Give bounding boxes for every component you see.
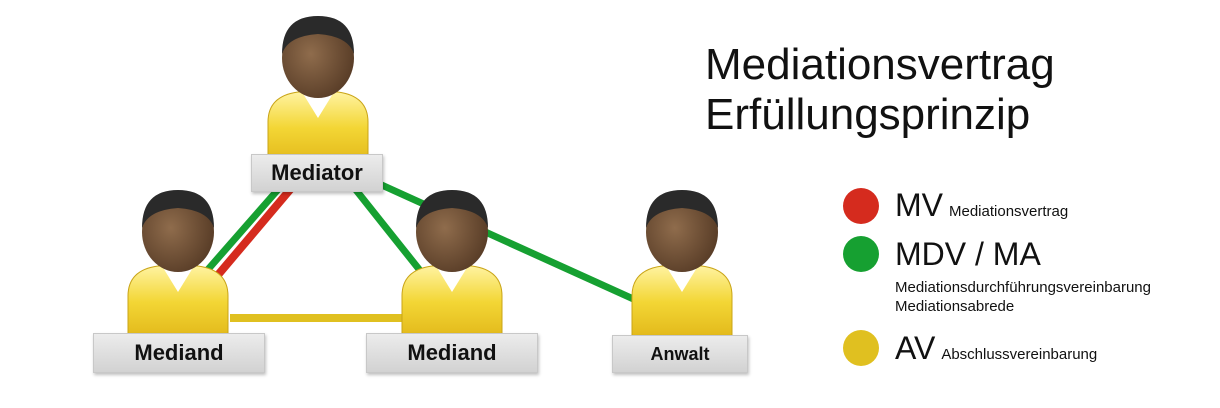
legend-mv-item: MV Mediationsvertrag	[895, 187, 1068, 224]
legend-mdv-desc: Mediationsdurchführungsvereinbarung Medi…	[895, 278, 1151, 316]
legend-mv-desc: Mediationsvertrag	[949, 203, 1069, 220]
legend-mv-dot	[843, 188, 879, 224]
legend-mv-abbr: MV	[895, 187, 943, 223]
mediand-left-label: Mediand	[93, 333, 265, 373]
anwalt-label: Anwalt	[612, 335, 748, 373]
line-mv-red	[208, 182, 298, 285]
title-line-2: Erfüllungsprinzip	[705, 90, 1031, 139]
mediand-middle-label: Mediand	[366, 333, 538, 373]
legend-av-abbr: AV	[895, 330, 936, 366]
legend-mdv-desc-line-1: Mediationsdurchführungsvereinbarung	[895, 279, 1151, 296]
legend-mdv-desc-line-2: Mediationsabrede	[895, 298, 1015, 315]
legend-av-desc: Abschlussvereinbarung	[941, 346, 1098, 363]
legend-av-item: AV Abschlussvereinbarung	[895, 330, 1097, 367]
diagram-title: Mediationsvertrag Erfüllungsprinzip	[705, 40, 1055, 140]
title-line-1: Mediationsvertrag	[705, 40, 1055, 89]
legend-av-dot	[843, 330, 879, 366]
line-mdv-mediator-mediand-left	[201, 182, 285, 277]
mediator-label: Mediator	[251, 154, 383, 192]
person-anwalt-icon	[631, 190, 733, 339]
person-mediand-middle-icon	[401, 190, 503, 339]
line-mdv-mediator-mediand-middle	[349, 182, 429, 281]
legend-mdv-abbr: MDV / MA	[895, 236, 1041, 272]
person-mediand-left-icon	[127, 190, 229, 339]
person-mediator-icon	[267, 16, 369, 165]
legend-mdv-dot	[843, 236, 879, 272]
line-mdv-mediator-anwalt	[373, 178, 642, 306]
